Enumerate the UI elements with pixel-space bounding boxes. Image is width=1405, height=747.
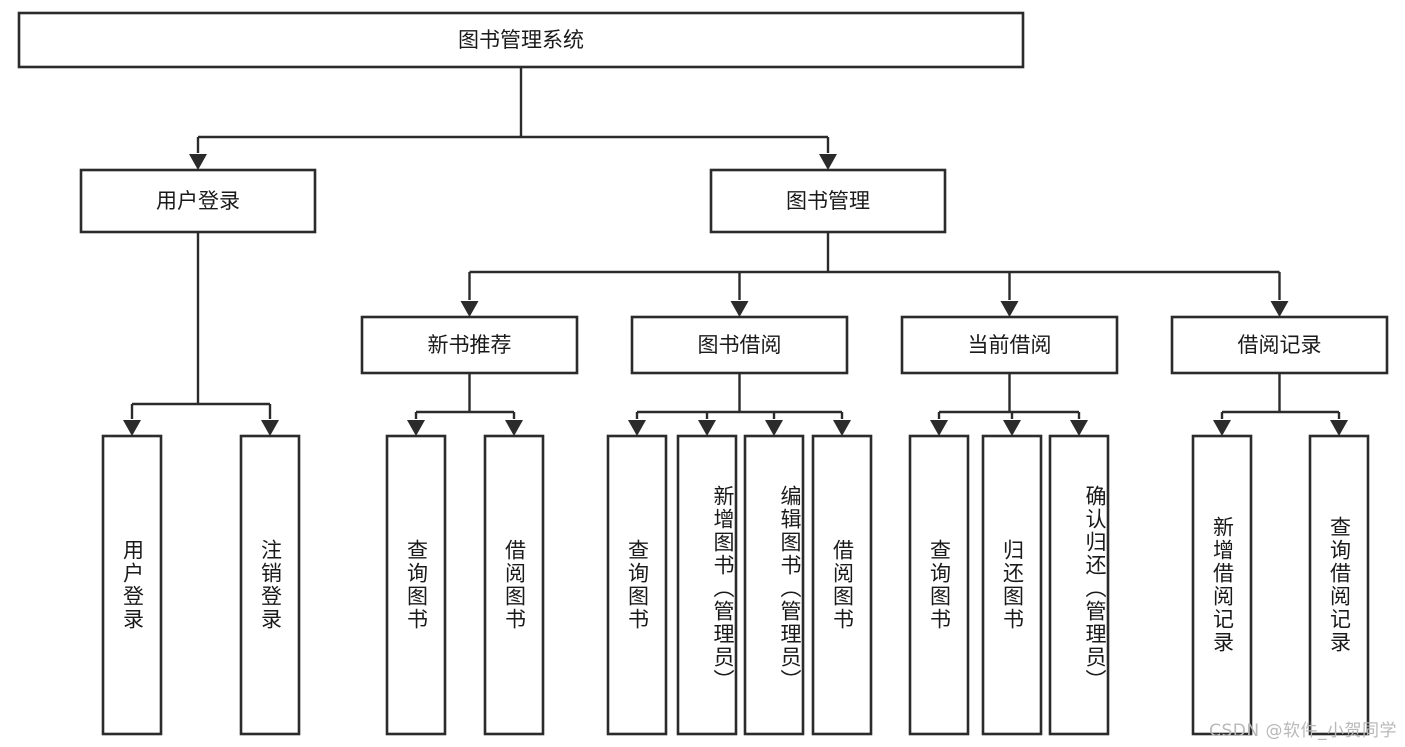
node-book-manage-group[interactable] — [709, 168, 947, 234]
node-leaf-borrow-book-rect — [811, 434, 873, 736]
node-leaf-add-book-admin-rect — [676, 434, 738, 736]
arrow-head-icon — [261, 420, 279, 436]
arrow-head-icon — [1003, 420, 1021, 436]
node-leaf-confirm-return-admin-rect — [1048, 434, 1110, 736]
arrow-head-icon — [930, 420, 948, 436]
node-leaf-return-book-rect — [981, 434, 1043, 736]
node-new-book-recommend-rect — [360, 315, 579, 375]
node-root[interactable] — [17, 11, 1025, 69]
node-user-login-group-rect — [79, 168, 317, 234]
node-current-borrow-rect — [900, 315, 1119, 375]
node-leaf-query-borrow-record[interactable] — [1308, 434, 1370, 736]
arrow-head-icon — [628, 420, 646, 436]
node-leaf-borrow-book-recommend-rect — [483, 434, 545, 736]
node-leaf-add-borrow-record-rect — [1191, 434, 1253, 736]
node-leaf-borrow-book[interactable] — [811, 434, 873, 736]
node-leaf-logout-login-rect — [239, 434, 301, 736]
node-leaf-query-borrow-record-rect — [1308, 434, 1370, 736]
node-label-root: 图书管理系统 — [458, 28, 584, 52]
node-leaf-borrow-book-recommend[interactable] — [483, 434, 545, 736]
arrow-head-icon — [1270, 301, 1289, 317]
arrow-head-icon — [505, 420, 523, 436]
node-leaf-add-borrow-record[interactable] — [1191, 434, 1253, 736]
node-new-book-recommend[interactable] — [360, 315, 579, 375]
node-leaf-return-book[interactable] — [981, 434, 1043, 736]
node-leaf-user-login[interactable] — [101, 434, 163, 736]
node-leaf-edit-book-admin-rect — [743, 434, 805, 736]
arrow-head-icon — [460, 301, 479, 317]
arrow-head-icon — [1000, 301, 1019, 317]
arrow-head-icon — [1213, 420, 1231, 436]
node-leaf-user-login-rect — [101, 434, 163, 736]
node-leaf-query-book-recommend[interactable] — [385, 434, 447, 736]
arrow-head-icon — [833, 420, 851, 436]
node-book-manage-group-rect — [709, 168, 947, 234]
node-leaf-query-book-recommend-rect — [385, 434, 447, 736]
node-leaf-query-book-borrow[interactable] — [606, 434, 668, 736]
connector-layer — [123, 67, 1348, 436]
node-leaf-confirm-return-admin[interactable] — [1048, 434, 1110, 736]
node-leaf-query-book-current-rect — [908, 434, 970, 736]
node-label-book-borrow: 图书借阅 — [698, 333, 782, 357]
node-root-rect — [17, 11, 1025, 69]
arrow-head-icon — [765, 420, 783, 436]
node-leaf-add-book-admin[interactable] — [676, 434, 738, 736]
node-label-borrow-record: 借阅记录 — [1238, 333, 1322, 357]
node-book-borrow[interactable] — [630, 315, 849, 375]
node-current-borrow[interactable] — [900, 315, 1119, 375]
node-label-book-manage-group: 图书管理 — [786, 189, 870, 213]
arrow-head-icon — [698, 420, 716, 436]
node-leaf-logout-login[interactable] — [239, 434, 301, 736]
node-leaf-query-book-borrow-rect — [606, 434, 668, 736]
node-book-borrow-rect — [630, 315, 849, 375]
watermark-text: CSDN @软件_小贺同学 — [1209, 721, 1397, 741]
arrow-head-icon — [1070, 420, 1088, 436]
arrow-head-icon — [189, 154, 207, 170]
node-label-user-login-group: 用户登录 — [156, 189, 240, 213]
node-user-login-group[interactable] — [79, 168, 317, 234]
arrow-head-icon — [1330, 420, 1348, 436]
arrow-head-icon — [407, 420, 425, 436]
arrow-head-icon — [819, 154, 837, 170]
arrow-head-icon — [123, 420, 141, 436]
node-leaf-edit-book-admin[interactable] — [743, 434, 805, 736]
node-label-current-borrow: 当前借阅 — [968, 333, 1052, 357]
node-borrow-record-rect — [1170, 315, 1389, 375]
node-borrow-record[interactable] — [1170, 315, 1389, 375]
arrow-head-icon — [730, 301, 749, 317]
node-leaf-query-book-current[interactable] — [908, 434, 970, 736]
node-label-new-book-recommend: 新书推荐 — [428, 333, 512, 357]
